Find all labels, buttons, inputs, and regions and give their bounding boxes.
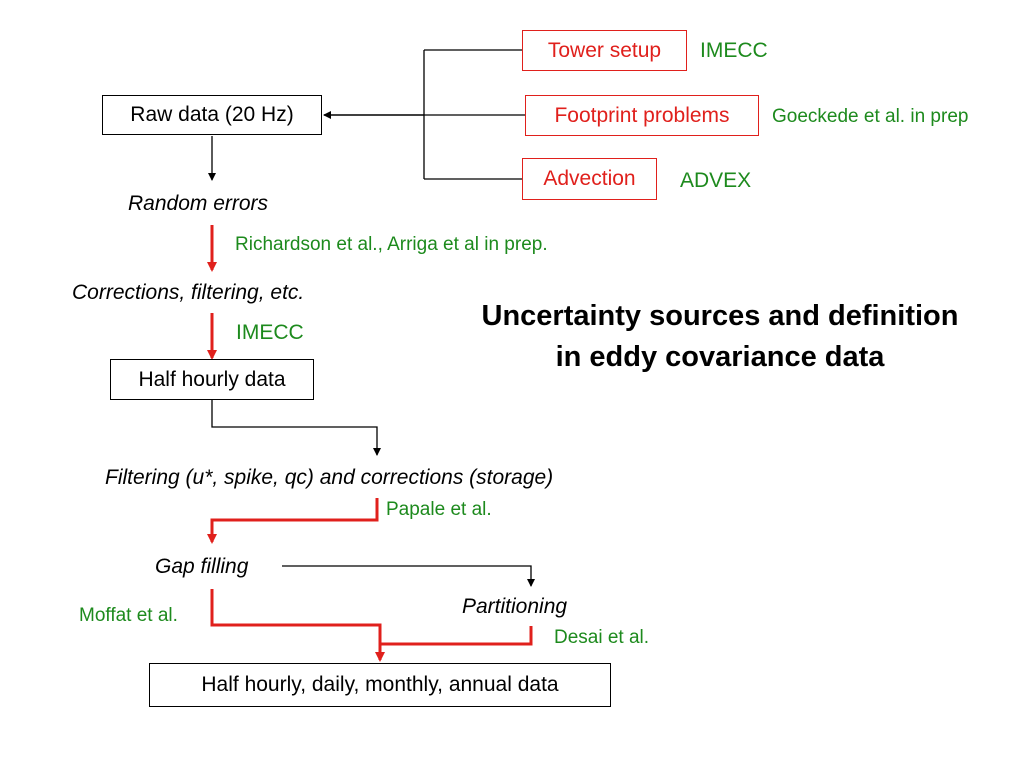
gapfilling-to-final-arrow xyxy=(210,589,385,662)
gap-filling-label: Gap filling xyxy=(155,555,249,578)
papale-ref: Papale et al. xyxy=(386,499,492,520)
filtering-to-gapfilling-arrow xyxy=(207,498,379,544)
raw-data-box: Raw data (20 Hz) xyxy=(102,95,322,135)
partitioning-to-final-connector xyxy=(380,626,533,646)
filtering-label: Filtering (u*, spike, qc) and correction… xyxy=(105,466,554,489)
moffat-ref: Moffat et al. xyxy=(79,605,178,626)
advex-ref: ADVEX xyxy=(680,169,752,192)
footprint-problems-box: Footprint problems xyxy=(525,95,759,136)
corrections-label: Corrections, filtering, etc. xyxy=(72,281,305,304)
imecc-corrections-ref: IMECC xyxy=(236,321,304,344)
richardson-ref: Richardson et al., Arriga et al in prep. xyxy=(235,234,548,255)
random-errors-label: Random errors xyxy=(128,192,269,215)
desai-ref: Desai et al. xyxy=(554,627,650,648)
tower-setup-box: Tower setup xyxy=(522,30,687,71)
imecc-tower-ref: IMECC xyxy=(700,39,768,62)
advection-box: Advection xyxy=(522,158,657,200)
diagram-title: Uncertainty sources and definition in ed… xyxy=(481,300,959,373)
half-hourly-data-box: Half hourly data xyxy=(110,359,314,400)
partitioning-label: Partitioning xyxy=(462,595,568,618)
final-data-box: Half hourly, daily, monthly, annual data xyxy=(149,663,611,707)
halfhourly-to-filtering-connector xyxy=(211,400,381,456)
goeckede-ref: Goeckede et al. in prep xyxy=(772,106,969,127)
sources-bracket xyxy=(423,49,525,180)
gapfilling-to-partitioning-connector xyxy=(282,565,535,587)
